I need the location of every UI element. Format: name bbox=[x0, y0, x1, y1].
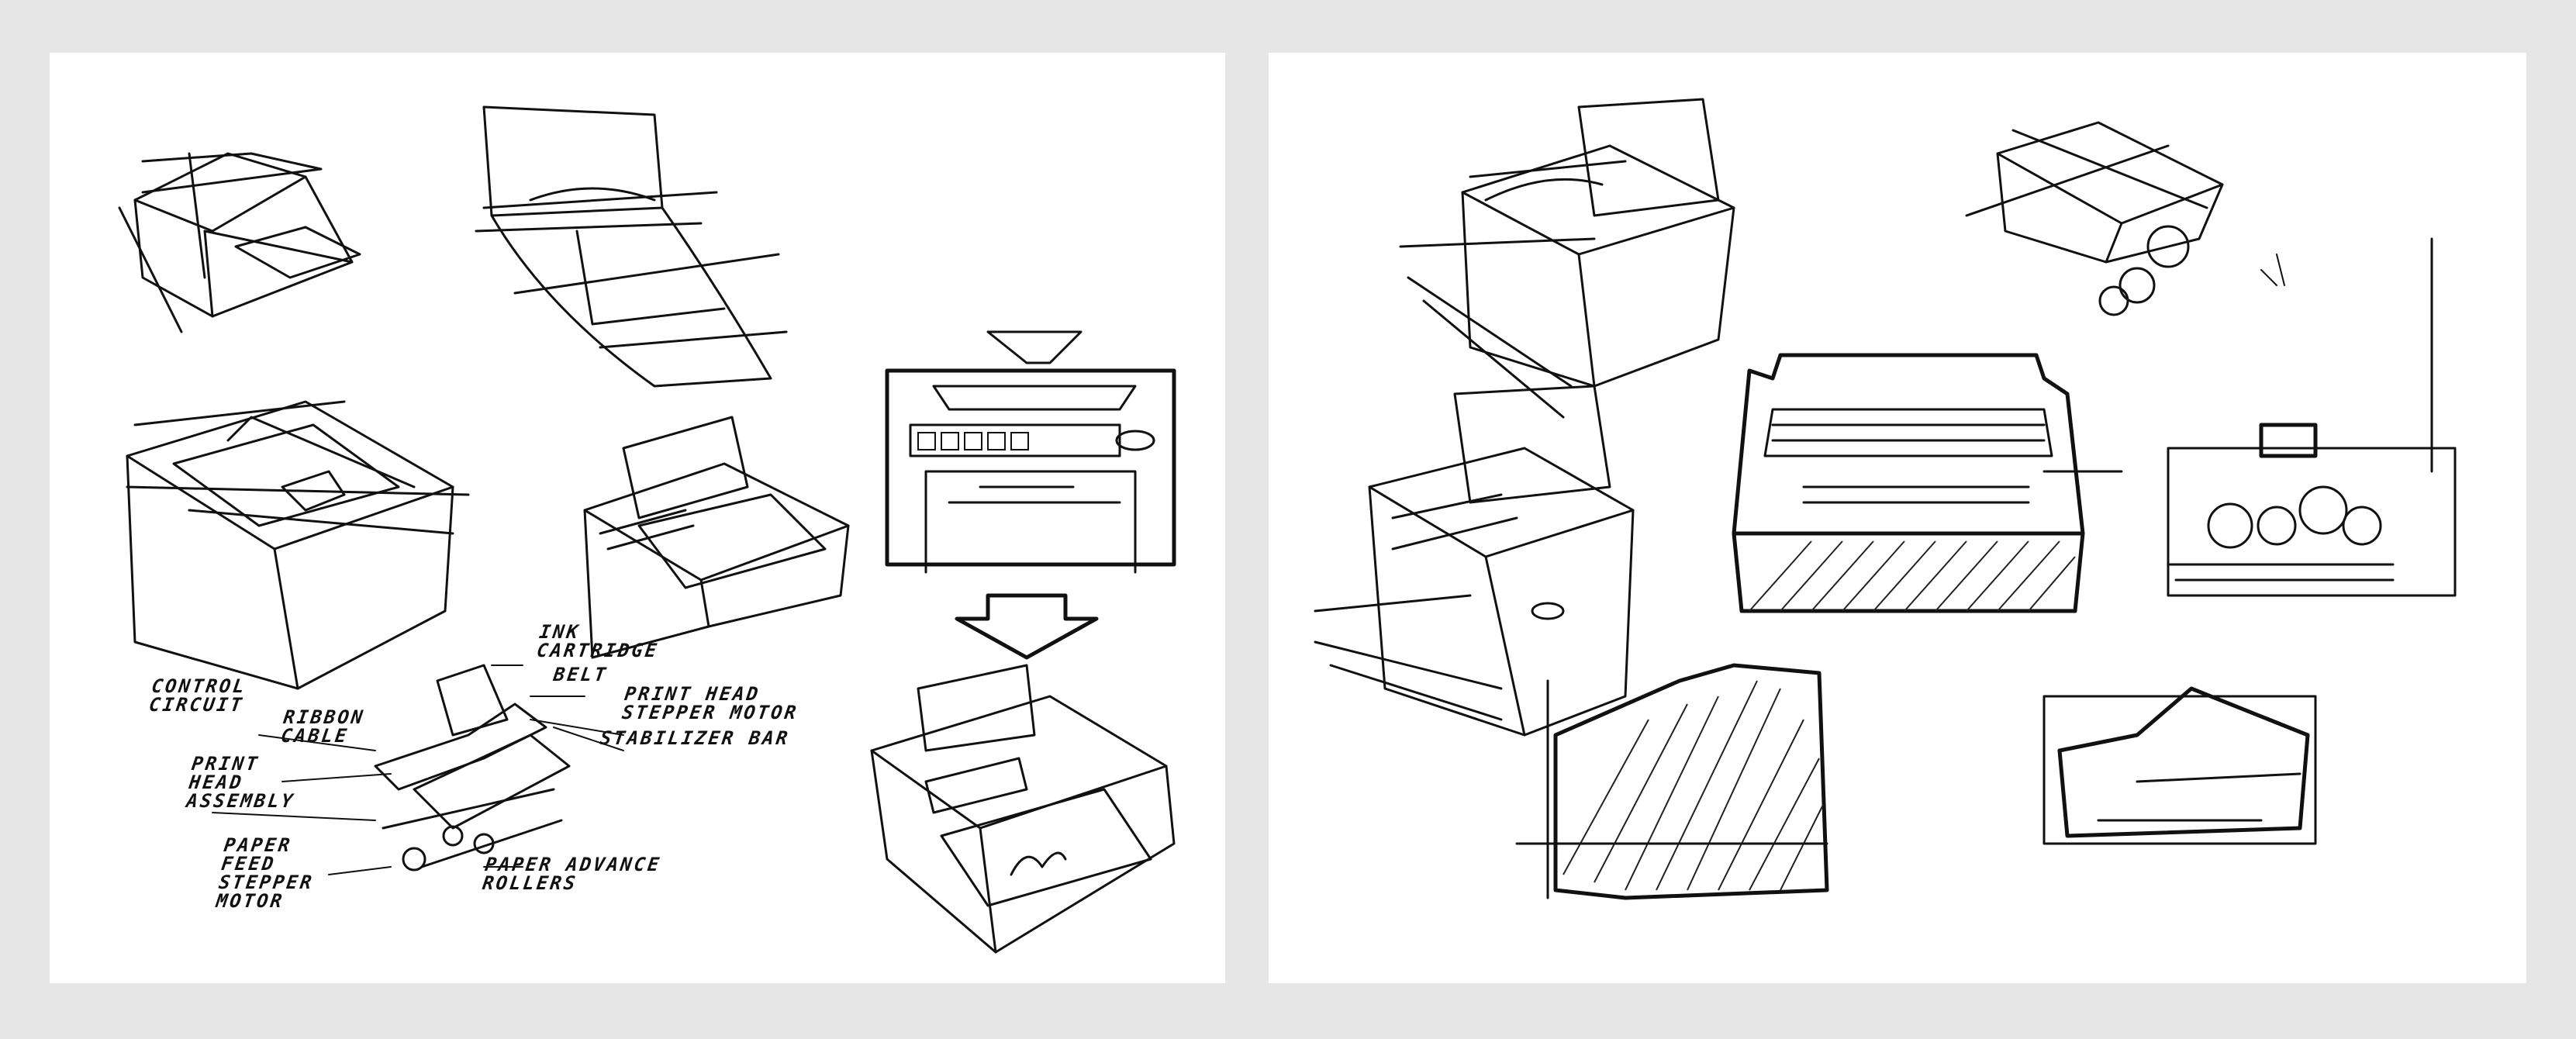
side-elevation-sketch bbox=[2042, 237, 2457, 597]
right-sketch-sheet bbox=[1269, 53, 2526, 983]
label-ribbon-cable: RIBBON CABLE bbox=[279, 706, 367, 747]
printer-sketch-5-front bbox=[885, 330, 1176, 660]
label-belt: BELT bbox=[552, 664, 609, 685]
printer-sketch-9-hatched bbox=[1732, 353, 2085, 613]
label-print-head-assembly: PRINT HEAD ASSEMBLY bbox=[185, 753, 297, 812]
printer-sketch-2 bbox=[475, 105, 788, 388]
label-paper-advance-rollers: PAPER ADVANCE ROLLERS bbox=[481, 854, 663, 894]
printer-sketch-4 bbox=[583, 416, 850, 659]
label-paper-feed-stepper-motor: PAPER FEED STEPPER MOTOR bbox=[214, 834, 316, 912]
label-ink-cartridge: INK CARTRIDGE bbox=[535, 621, 661, 661]
exploded-mechanism-sketch bbox=[212, 664, 624, 875]
label-stabilizer-bar: STABILIZER BAR bbox=[599, 727, 792, 749]
printer-sketch-10-profile bbox=[1515, 663, 1829, 900]
printer-sketch-3 bbox=[126, 400, 470, 690]
label-control-circuit: CONTROL CIRCUIT bbox=[147, 675, 248, 716]
printer-sketch-11 bbox=[2042, 686, 2317, 845]
printer-sketch-7 bbox=[1399, 98, 1735, 419]
printer-sketch-6 bbox=[870, 664, 1176, 954]
left-sketch-sheet: INK CARTRIDGE BELT PRINT HEAD STEPPER MO… bbox=[50, 53, 1225, 983]
printer-sketch-8 bbox=[1314, 385, 1635, 737]
printer-sketch-1 bbox=[118, 152, 361, 333]
label-print-head-stepper-motor: PRINT HEAD STEPPER MOTOR bbox=[620, 683, 800, 723]
roller-sketch bbox=[1965, 121, 2285, 316]
